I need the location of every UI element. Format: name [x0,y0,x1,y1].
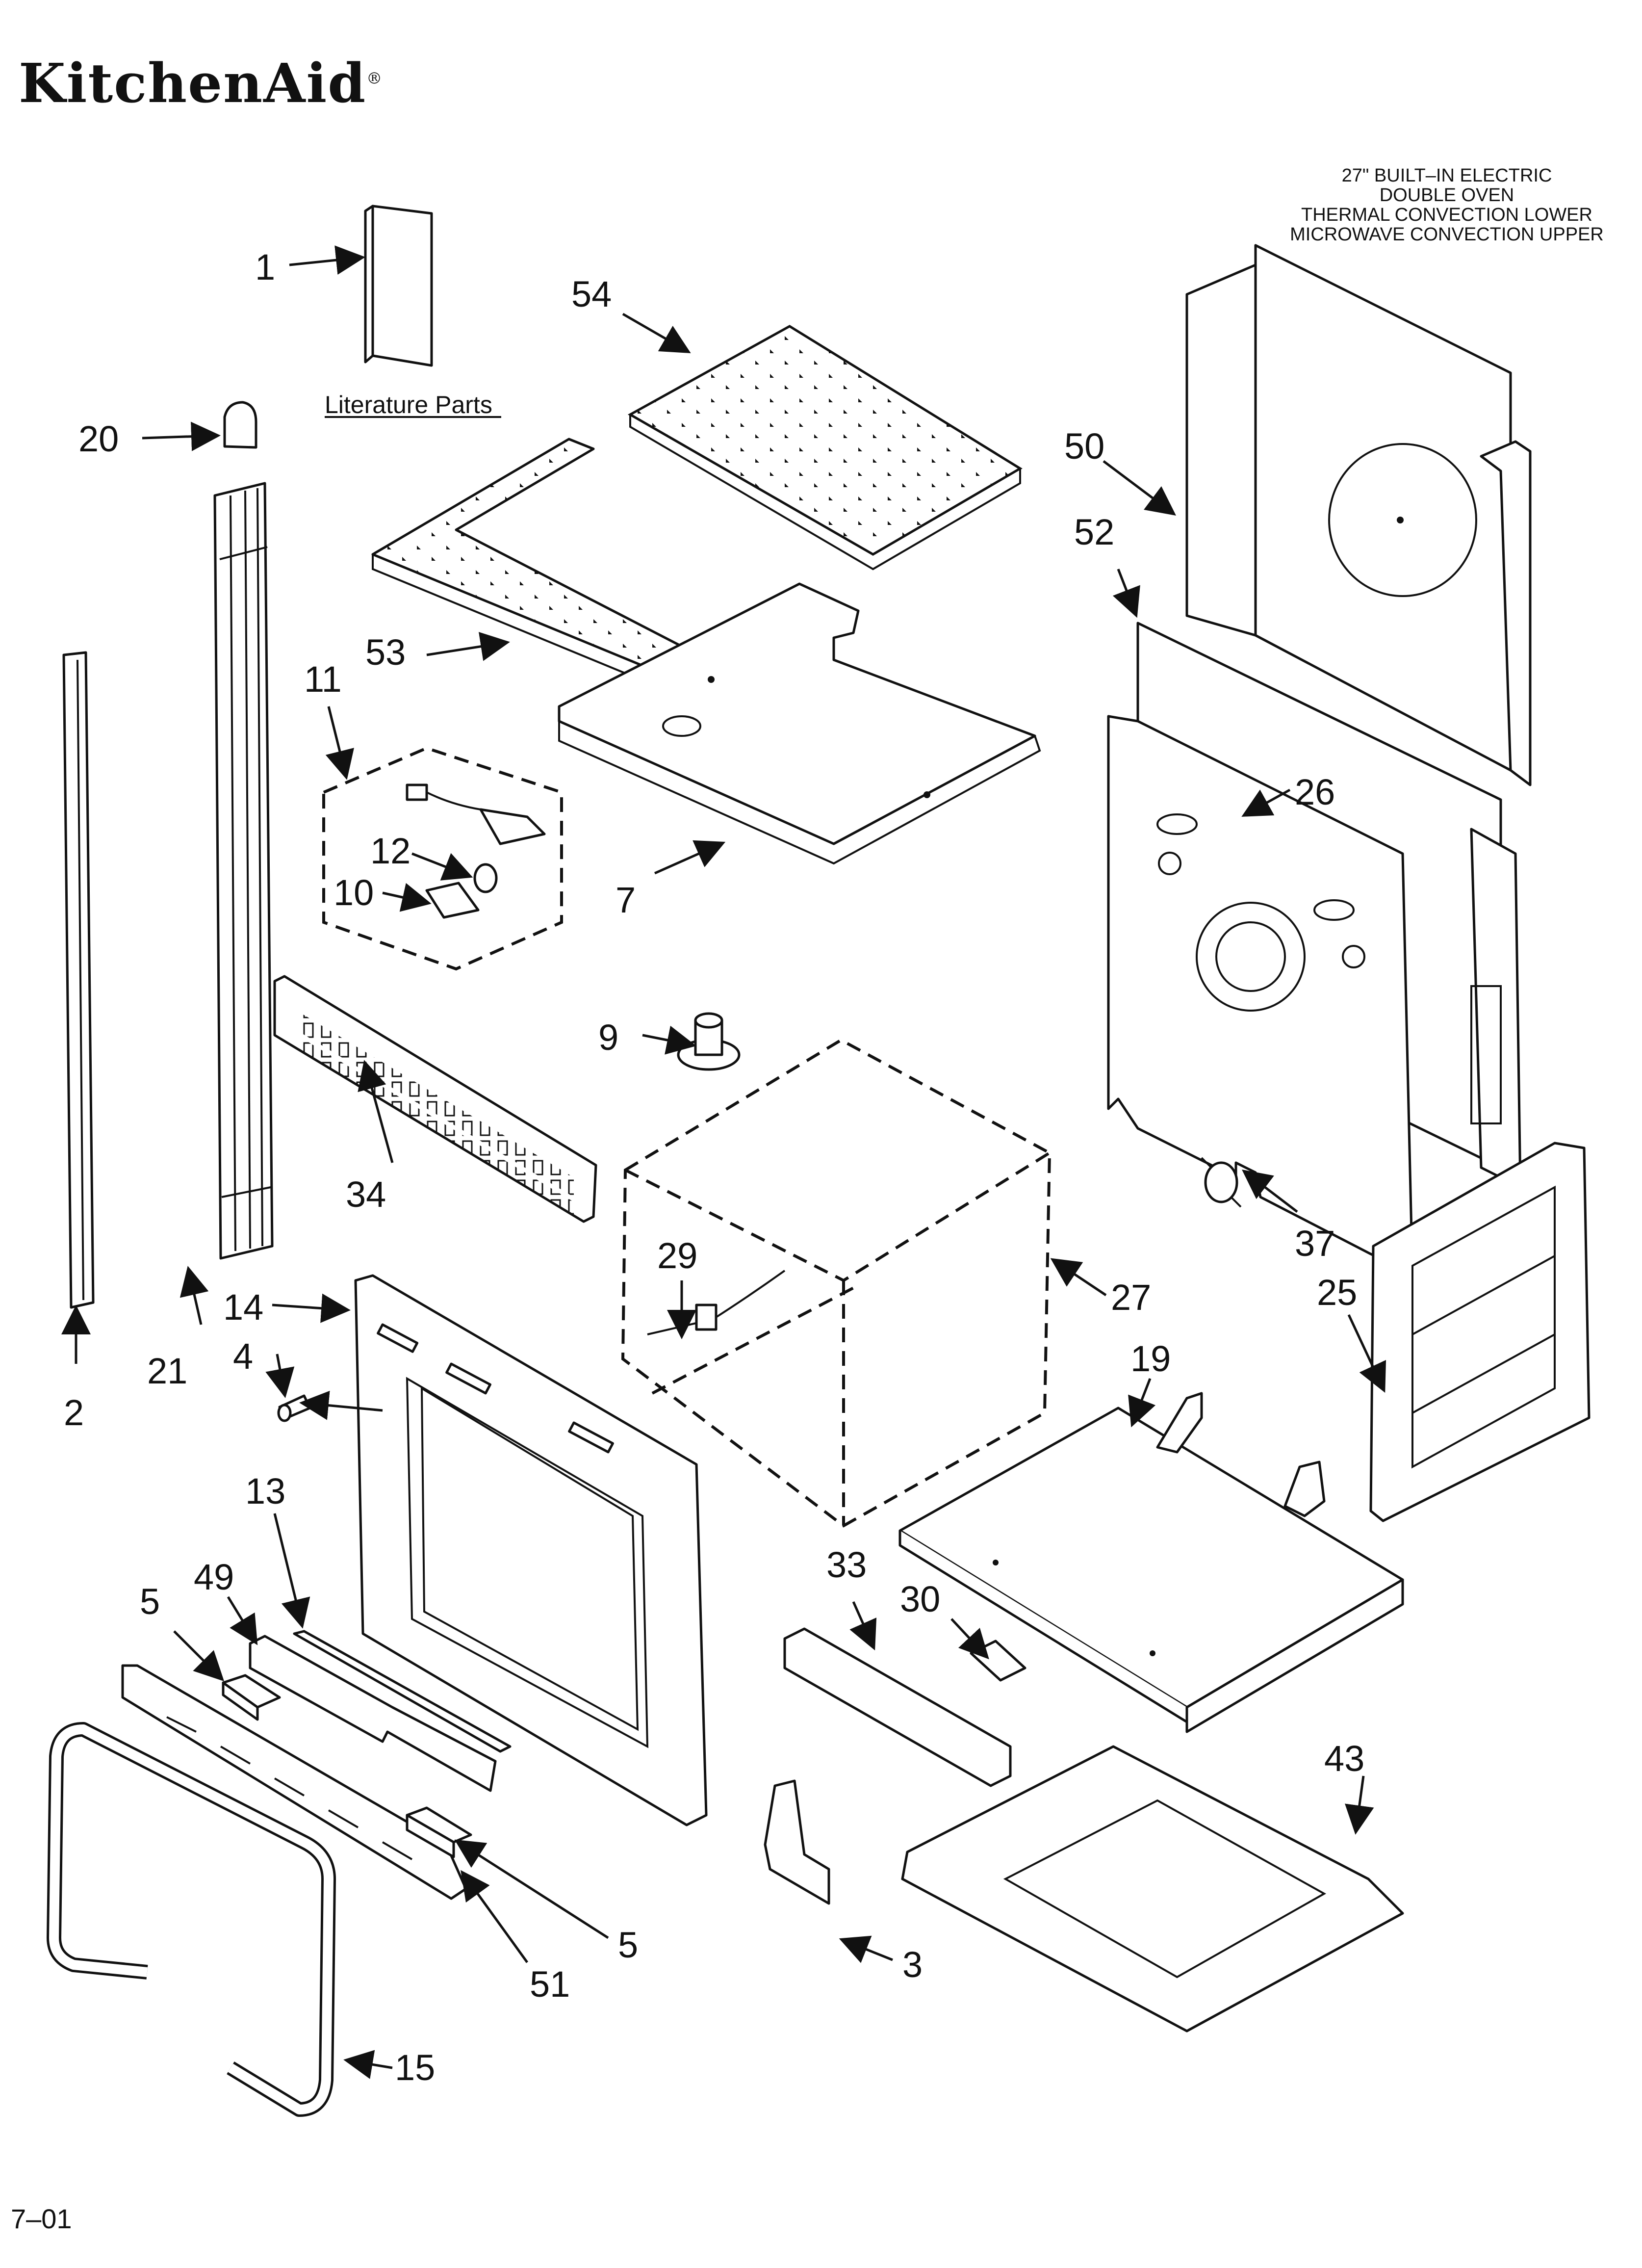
callout-3: 3 [902,1944,923,1985]
model-description: 27" BUILT–IN ELECTRIC DOUBLE OVEN THERMA… [1270,166,1623,244]
callout-50: 50 [1064,426,1104,467]
literature-parts-label: Literature Parts [325,391,492,418]
callout-27: 27 [1111,1277,1151,1318]
footer-code: 7–01 [11,2203,72,2234]
callout-21: 21 [147,1351,187,1391]
callout-49: 49 [194,1557,234,1597]
leader-arrows [61,245,1386,2079]
callout-54: 54 [571,274,612,314]
callout-13: 13 [245,1471,285,1512]
callout-7: 7 [616,880,636,920]
callout-30: 30 [900,1579,940,1619]
literature-booklet: Literature Parts [325,205,501,418]
vent-grille-part [273,975,597,1223]
callout-43: 43 [1324,1738,1364,1779]
thermostat-sensor-part [677,1012,741,1071]
bottom-shelf-part [898,1392,1404,1733]
model-line-3: THERMAL CONVECTION LOWER [1301,205,1592,225]
model-line-4: MICROWAVE CONVECTION UPPER [1290,224,1604,245]
callout-33: 33 [826,1544,867,1585]
back-panel-part [1185,244,1532,786]
thermal-fuse-part [1201,1157,1242,1208]
callout-25: 25 [1317,1272,1357,1313]
model-line-2: DOUBLE OVEN [1379,185,1514,206]
registered-mark: ® [366,69,384,88]
callout-29: 29 [657,1235,697,1276]
oven-cavity-part [621,1038,1052,1528]
callout-14: 14 [223,1287,263,1328]
gasket-strip [293,1630,512,1753]
callout-20: 20 [78,418,119,459]
callout-37: 37 [1295,1223,1335,1264]
callout-9: 9 [598,1017,618,1058]
fan-panel-part [1107,715,1414,1277]
front-frame-part [354,1274,708,1826]
top-panel-part [558,582,1041,865]
spacer-block-lower [406,1806,472,1858]
vent-bracket [249,1635,497,1792]
side-rail-part [213,482,274,1260]
callout-26: 26 [1295,772,1335,812]
mounting-bracket-part [764,1779,830,1905]
callout-12: 12 [370,831,410,871]
model-line-1: 27" BUILT–IN ELECTRIC [1341,165,1552,186]
brand-name: KitchenAid [19,52,367,115]
insulation-pad [627,325,1023,556]
callout-numbers: 1 2 3 4 5 5 7 9 10 11 12 13 14 15 19 20 … [64,247,1364,2088]
insulation-frame-l [371,438,686,671]
support-channel-part [783,1627,1012,1787]
callout-34: 34 [346,1174,386,1215]
side-trim-rod [62,651,95,1309]
callout-15: 15 [395,2047,435,2088]
callout-52: 52 [1074,512,1114,552]
callout-4: 4 [233,1336,253,1377]
brand-logo: KitchenAid® [19,52,383,115]
callout-19: 19 [1130,1338,1171,1379]
callout-5-upper: 5 [140,1581,160,1622]
callout-51: 51 [530,1964,570,2005]
screw-part [277,1394,311,1422]
callout-53: 53 [365,632,406,673]
callout-5-lower: 5 [618,1925,638,1965]
callout-11: 11 [304,659,342,700]
callout-10: 10 [334,872,374,913]
callout-1: 1 [255,247,275,287]
end-cap-part [223,401,257,449]
drip-tray-part [901,1745,1404,2033]
side-panel-part [1369,1142,1591,1522]
spacer-block-upper [222,1674,281,1721]
callout-2: 2 [64,1392,84,1433]
light-assembly-group [322,746,563,971]
